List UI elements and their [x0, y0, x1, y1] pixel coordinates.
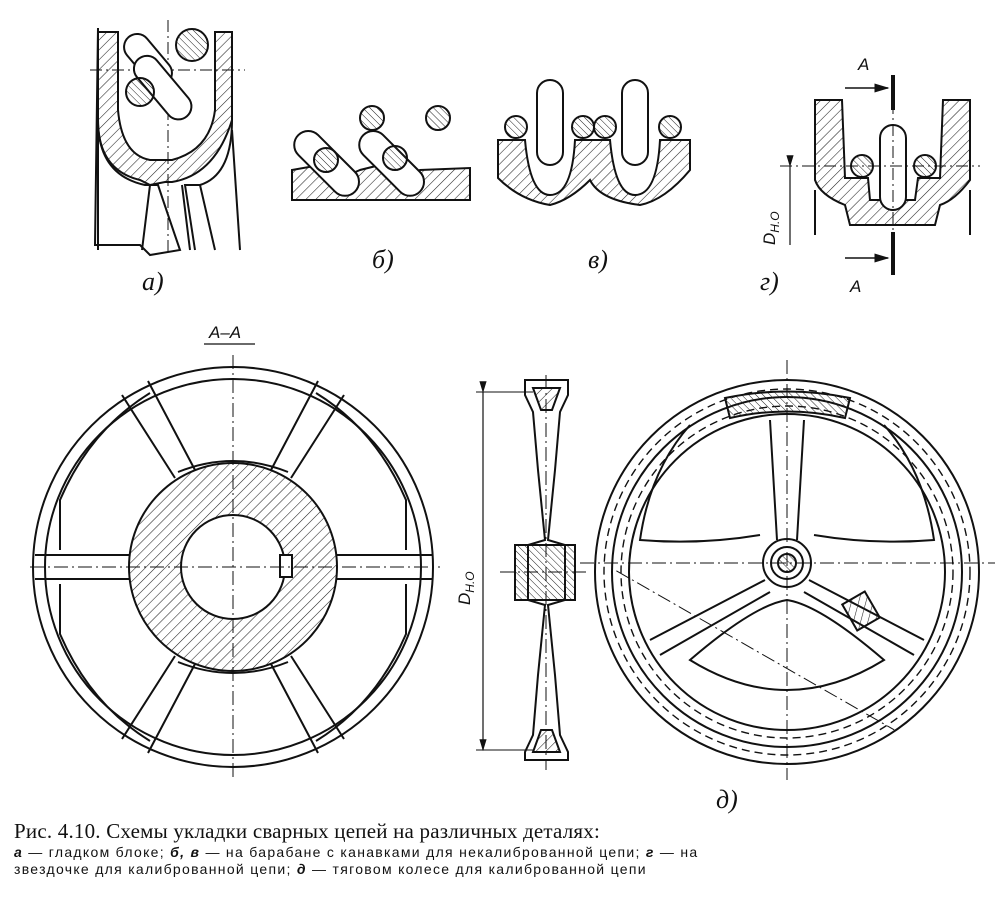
legend-text-d: — тяговом колесе для калиброванной цепи — [306, 861, 647, 877]
section-mark-bottom: A — [849, 277, 861, 296]
caption-title: Рис. 4.10. Схемы укладки сварных цепей н… — [14, 819, 601, 843]
legend-key-a: а — [14, 844, 24, 860]
diagram-section-aa-wheel — [30, 355, 440, 780]
diagram-a-smooth-block — [90, 20, 245, 257]
diagram-b-drum-grooves — [291, 105, 471, 201]
legend-text-g: — на — [654, 844, 699, 860]
diagram-d-traction-wheel — [580, 360, 995, 780]
caption-legend-line2: звездочке для калиброванной цепи; д — тя… — [14, 861, 989, 878]
label-g: г) — [760, 267, 779, 296]
section-mark-top: A — [857, 55, 869, 74]
caption-legend: а — гладком блоке; б, в — на барабане с … — [14, 844, 989, 861]
legend-key-bv: б, в — [170, 844, 201, 860]
figure-caption: Рис. 4.10. Схемы укладки сварных цепей н… — [14, 818, 989, 878]
legend-text-a: — гладком блоке; — [23, 844, 171, 860]
legend-key-g: г — [645, 844, 655, 860]
legend-text-g2: звездочке для калиброванной цепи; — [14, 861, 297, 877]
diagram-g-sprocket — [780, 75, 980, 275]
label-a: a) — [142, 267, 164, 296]
label-v: в) — [588, 245, 608, 274]
diagram-wheel-profile — [476, 375, 590, 770]
legend-key-d: д — [296, 861, 307, 877]
label-d: д) — [716, 785, 738, 814]
label-b: б) — [372, 245, 394, 274]
diagram-v-drum-deep-grooves — [497, 79, 691, 207]
section-title: A–A — [208, 323, 241, 342]
dimension-label-g: DH.O — [760, 211, 782, 245]
dimension-label-d: DH.O — [455, 571, 477, 605]
legend-text-bv: — на барабане с канавками для некалибров… — [200, 844, 646, 860]
